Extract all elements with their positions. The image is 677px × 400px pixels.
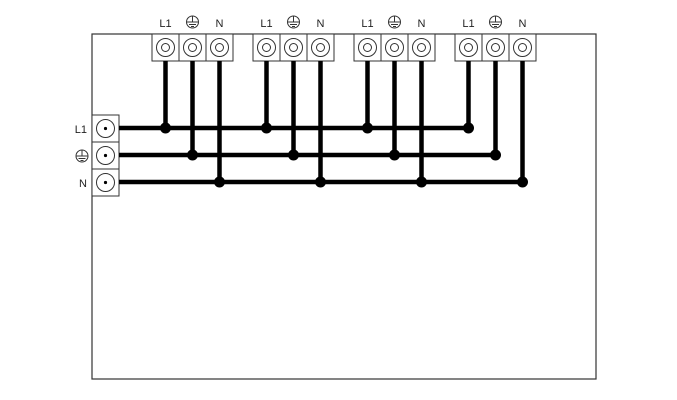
terminal-screw-n (513, 38, 532, 57)
input-earth-icon (75, 149, 89, 163)
terminal-label-l1: L1 (462, 18, 474, 30)
junction-dot (187, 149, 198, 161)
top-terminal-block-2: L1 N (252, 15, 335, 62)
top-terminal-blocks: L1 N L1 N L1 N L1 N (151, 15, 537, 62)
input-terminal-earth (96, 146, 115, 165)
terminal-screw-earth (183, 38, 202, 57)
junction-dot (490, 149, 501, 161)
junction-dot (214, 176, 225, 188)
terminal-screw-l1 (156, 38, 175, 57)
terminal-label-n: N (418, 18, 426, 30)
terminal-screw-earth (284, 38, 303, 57)
input-label-n: N (79, 178, 87, 190)
junction-dot (362, 122, 373, 134)
earth-icon (186, 15, 199, 29)
terminal-label-n: N (216, 18, 224, 30)
earth-icon (388, 15, 401, 29)
terminal-screw-l1 (358, 38, 377, 57)
junction-dot (315, 176, 326, 188)
junction-dot (389, 149, 400, 161)
terminal-screw-l1 (257, 38, 276, 57)
junction-dot (416, 176, 427, 188)
earth-icon (287, 15, 300, 29)
top-terminal-block-3: L1 N (353, 15, 436, 62)
earth-icon (489, 15, 502, 29)
junction-dot (517, 176, 528, 188)
junction-dot (288, 149, 299, 161)
terminal-label-l1: L1 (159, 18, 171, 30)
junction-dot (261, 122, 272, 134)
input-terminal-n (96, 173, 115, 192)
terminal-screw-earth (486, 38, 505, 57)
top-terminal-block-4: L1 N (454, 15, 537, 62)
terminal-screw-n (210, 38, 229, 57)
junction-dot (463, 122, 474, 134)
terminal-screw-l1 (459, 38, 478, 57)
input-label-l1: L1 (75, 124, 87, 136)
input-terminal-l1 (96, 119, 115, 138)
terminal-label-l1: L1 (361, 18, 373, 30)
top-terminal-block-1: L1 N (151, 15, 234, 62)
enclosure-outline (91, 33, 597, 380)
junction-dot (160, 122, 171, 134)
terminal-screw-n (311, 38, 330, 57)
terminal-label-n: N (519, 18, 527, 30)
input-terminal-block (91, 114, 120, 197)
terminal-screw-earth (385, 38, 404, 57)
terminal-label-l1: L1 (260, 18, 272, 30)
terminal-label-n: N (317, 18, 325, 30)
wires (119, 61, 528, 188)
terminal-screw-n (412, 38, 431, 57)
